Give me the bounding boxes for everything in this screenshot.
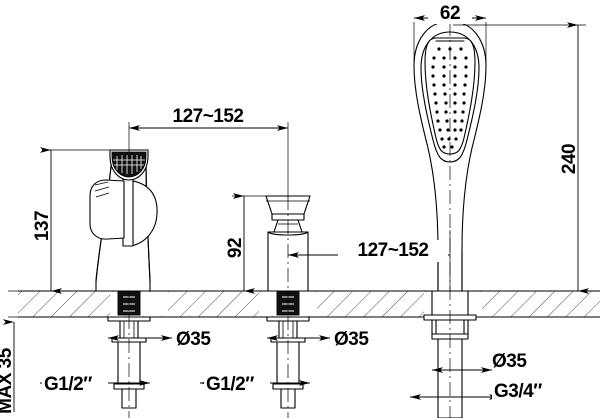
dimension-label-thread-shower: G3/4″ (494, 381, 542, 402)
valve-body-top-curve (267, 231, 309, 236)
dimension-label-max-35: MAX 35 (0, 347, 16, 414)
dimension-label-hole-shower: Ø35 (492, 351, 527, 372)
dimension-spout-to-valve: 127~152 (128, 106, 289, 198)
dimension-handshower-length: 240 (453, 22, 589, 294)
valve-body (267, 231, 309, 292)
dimension-valve-to-shower: 127~152 (288, 230, 451, 291)
dimension-label-127-152-lower: 127~152 (358, 240, 429, 261)
dimension-label-hole-valve: Ø35 (334, 329, 369, 350)
dimension-spout-height: 137 (20, 147, 110, 294)
hand-shower (413, 21, 487, 418)
dimension-handshower-width: 62 (413, 3, 487, 70)
dimension-spout-thread: G1/2″ (40, 368, 150, 395)
waterfall-spout (89, 149, 158, 418)
dimension-label-thread-valve: G1/2″ (206, 374, 254, 395)
spout-outlet-aerator (111, 151, 147, 178)
label-mask-lower (338, 240, 448, 262)
diverter-valve (265, 195, 311, 418)
dimension-shower-hole: Ø35 (432, 351, 528, 373)
dimension-label-92: 92 (225, 238, 246, 258)
label-mask-g12-mid (204, 368, 270, 390)
dimension-label-127-152-upper: 127~152 (173, 106, 244, 127)
dimension-label-thread-spout: G1/2″ (44, 374, 92, 395)
dimension-spout-hole: Ø35 (108, 329, 212, 350)
dimension-label-hole-spout: Ø35 (176, 329, 211, 350)
label-mask-62 (428, 4, 472, 24)
dimension-valve-hole: Ø35 (267, 329, 370, 350)
label-mask-g12-left (42, 368, 108, 390)
spout-outlet-grid (113, 155, 145, 174)
dimension-shower-thread: G3/4″ (410, 381, 564, 403)
spout-lever (89, 179, 125, 240)
dimension-deck-thickness: MAX 35 (0, 290, 20, 414)
dimension-label-62: 62 (440, 3, 460, 24)
dimension-valve-height: 92 (225, 193, 268, 294)
valve-handle-base (271, 213, 305, 221)
dimension-valve-thread: G1/2″ (200, 368, 310, 395)
dimension-label-240: 240 (559, 144, 580, 174)
label-mask-g34 (492, 381, 564, 403)
spout-lever-grip-lines (94, 181, 110, 198)
handshower-nozzle-dots (431, 47, 468, 149)
mounting-deck (18, 290, 600, 318)
dimension-label-137: 137 (32, 211, 53, 241)
handshower-shank-assembly (423, 22, 477, 418)
